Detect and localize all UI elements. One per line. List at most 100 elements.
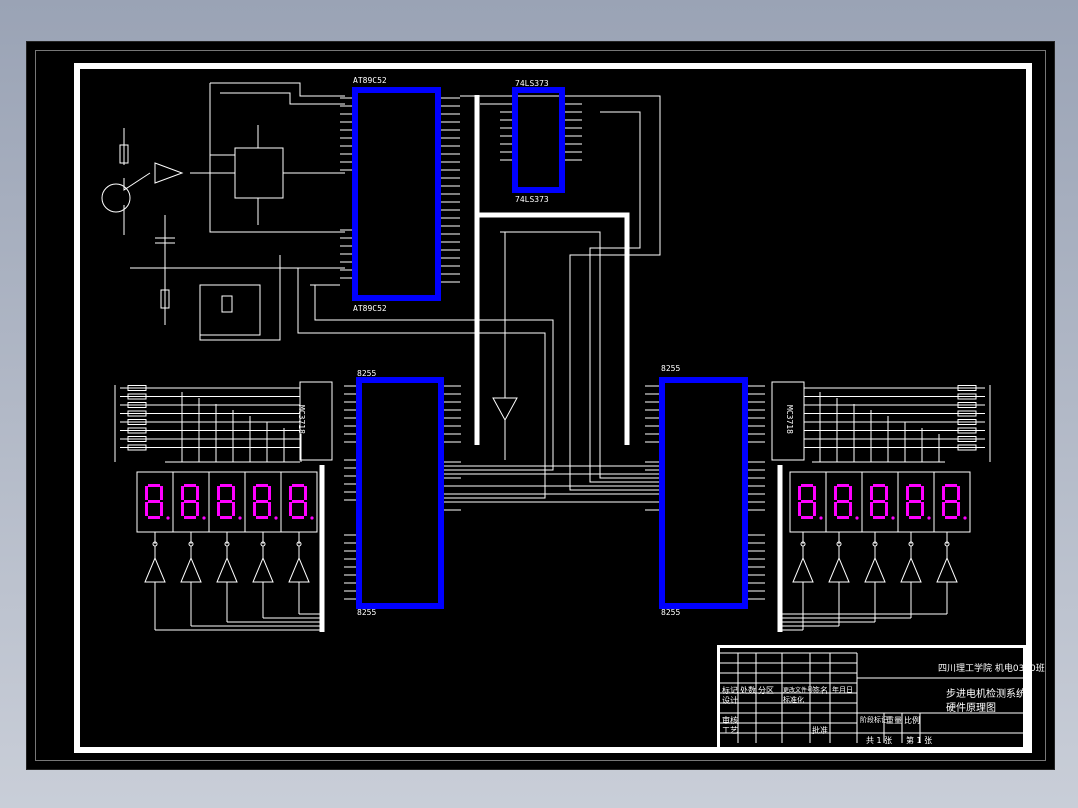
title-block: 四川理工学院 机电0310班 步进电机检测系统 硬件原理图 标记 处数 分区 更… bbox=[717, 645, 1045, 748]
left-digit-2-seg-0 bbox=[220, 484, 232, 487]
tb-cell-zone: 分区 bbox=[758, 686, 774, 695]
seven-segment-layer bbox=[136, 471, 971, 533]
left-digit-4-seg-3 bbox=[292, 516, 304, 519]
right-res-7 bbox=[957, 444, 977, 451]
wire-mcu-2 bbox=[220, 92, 345, 105]
left-digit-0 bbox=[136, 471, 174, 533]
right-digit-4-seg-1 bbox=[957, 486, 960, 500]
left-inverter-2-bubble bbox=[224, 541, 230, 547]
right-digit-1 bbox=[825, 471, 863, 533]
latch-bottom-label: 74LS373 bbox=[515, 195, 549, 204]
left-digit-4-frame bbox=[280, 471, 318, 533]
tb-cell-standard: 标准化 bbox=[783, 696, 804, 704]
right-digit-1-dp bbox=[855, 516, 859, 520]
right-digit-3-seg-4 bbox=[906, 502, 909, 516]
left-res-4 bbox=[127, 419, 147, 425]
left-digit-1-seg-5 bbox=[181, 486, 184, 500]
transistor-body bbox=[101, 183, 131, 213]
left-digit-3-seg-5 bbox=[253, 486, 256, 500]
tb-cell-weight: 重量 bbox=[886, 716, 902, 725]
left-digit-2-dp bbox=[238, 516, 242, 520]
left-res-6 bbox=[127, 436, 147, 442]
wire-mcu-rst bbox=[210, 82, 345, 97]
left-digit-2-seg-6 bbox=[220, 500, 232, 503]
wire-mcu-ctl bbox=[209, 83, 345, 233]
left-inverter-4-bubble bbox=[296, 541, 302, 547]
left-digit-1-seg-3 bbox=[184, 516, 196, 519]
right-inverter-1 bbox=[828, 556, 850, 583]
crystal-box bbox=[199, 284, 261, 336]
right-digit-3-dp bbox=[927, 516, 931, 520]
right-inverter-2-bubble bbox=[872, 541, 878, 547]
left-digit-1-seg-0 bbox=[184, 484, 196, 487]
ppi-right-top-label: 8255 bbox=[661, 364, 681, 373]
right-digit-1-seg-0 bbox=[837, 484, 849, 487]
pin-layer bbox=[340, 95, 765, 600]
left-digit-0-dp bbox=[166, 516, 170, 520]
left-digit-1-seg-1 bbox=[196, 486, 199, 500]
right-digit-0-seg-6 bbox=[801, 500, 813, 503]
buffer-layer bbox=[144, 162, 958, 583]
wire-layer bbox=[101, 82, 991, 632]
right-res-3 bbox=[957, 410, 977, 417]
right-digit-2-seg-3 bbox=[873, 516, 885, 519]
left-digit-1-seg-4 bbox=[181, 502, 184, 516]
mcu-chip bbox=[352, 87, 441, 301]
right-inverter-0 bbox=[792, 556, 814, 583]
right-digit-2-seg-2 bbox=[885, 502, 888, 516]
center-inverter bbox=[492, 397, 518, 422]
left-digit-2-seg-1 bbox=[232, 486, 235, 500]
left-digit-4-dp bbox=[310, 516, 314, 520]
right-res-4 bbox=[957, 419, 977, 425]
right-digit-0 bbox=[789, 471, 827, 533]
left-digit-0-seg-2 bbox=[160, 502, 163, 516]
right-digit-4-dp bbox=[963, 516, 967, 520]
wire-ale2 bbox=[314, 285, 554, 471]
left-digit-2-seg-5 bbox=[217, 486, 220, 500]
ne555-box bbox=[234, 147, 284, 199]
left-digit-0-seg-1 bbox=[160, 486, 163, 500]
ppi-left-chip bbox=[356, 377, 444, 609]
drawing-frame bbox=[74, 63, 1032, 753]
sheet-inner-border bbox=[35, 50, 1046, 761]
right-digit-3-seg-1 bbox=[921, 486, 924, 500]
right-digit-0-seg-5 bbox=[798, 486, 801, 500]
right-digit-2 bbox=[861, 471, 899, 533]
tb-cell-scale: 比例 bbox=[904, 716, 920, 725]
ppi-right-bottom-label: 8255 bbox=[661, 608, 681, 617]
right-digit-4 bbox=[933, 471, 971, 533]
mcu-bottom-label: AT89C52 bbox=[353, 304, 387, 313]
left-inverter-0-bubble bbox=[152, 541, 158, 547]
bus-top-horizontal bbox=[477, 212, 630, 445]
right-digit-2-dp bbox=[891, 516, 895, 520]
left-digit-3-dp bbox=[274, 516, 278, 520]
right-digit-0-dp bbox=[819, 516, 823, 520]
right-inverter-1-bubble bbox=[836, 541, 842, 547]
left-digit-3-seg-0 bbox=[256, 484, 268, 487]
left-res-1 bbox=[127, 393, 147, 400]
tb-cell-mark: 标记 bbox=[722, 686, 738, 695]
left-digit-2-seg-3 bbox=[220, 516, 232, 519]
left-digit-4-seg-6 bbox=[292, 500, 304, 503]
right-digit-3-seg-2 bbox=[921, 502, 924, 516]
wire-addr bbox=[460, 95, 662, 491]
left-inverter-0 bbox=[144, 556, 166, 583]
right-digit-0-seg-3 bbox=[801, 516, 813, 519]
right-digit-4-frame bbox=[933, 471, 971, 533]
tb-cell-sign: 签名 bbox=[812, 686, 828, 695]
left-res-7 bbox=[127, 444, 147, 451]
wire-osc2 bbox=[297, 268, 546, 499]
right-digit-4-seg-4 bbox=[942, 502, 945, 516]
driver-left-chip bbox=[299, 381, 333, 461]
right-inverter-2 bbox=[864, 556, 886, 583]
left-digit-3-seg-1 bbox=[268, 486, 271, 500]
left-digit-1-seg-2 bbox=[196, 502, 199, 516]
left-inverter-2 bbox=[216, 556, 238, 583]
crystal bbox=[221, 295, 233, 313]
right-digit-3-seg-6 bbox=[909, 500, 921, 503]
left-res-5 bbox=[127, 427, 147, 434]
tb-cell-approve: 批准 bbox=[812, 726, 828, 735]
right-digit-1-seg-5 bbox=[834, 486, 837, 500]
tb-cell-sheets-total: 共 1 张 bbox=[866, 736, 893, 745]
